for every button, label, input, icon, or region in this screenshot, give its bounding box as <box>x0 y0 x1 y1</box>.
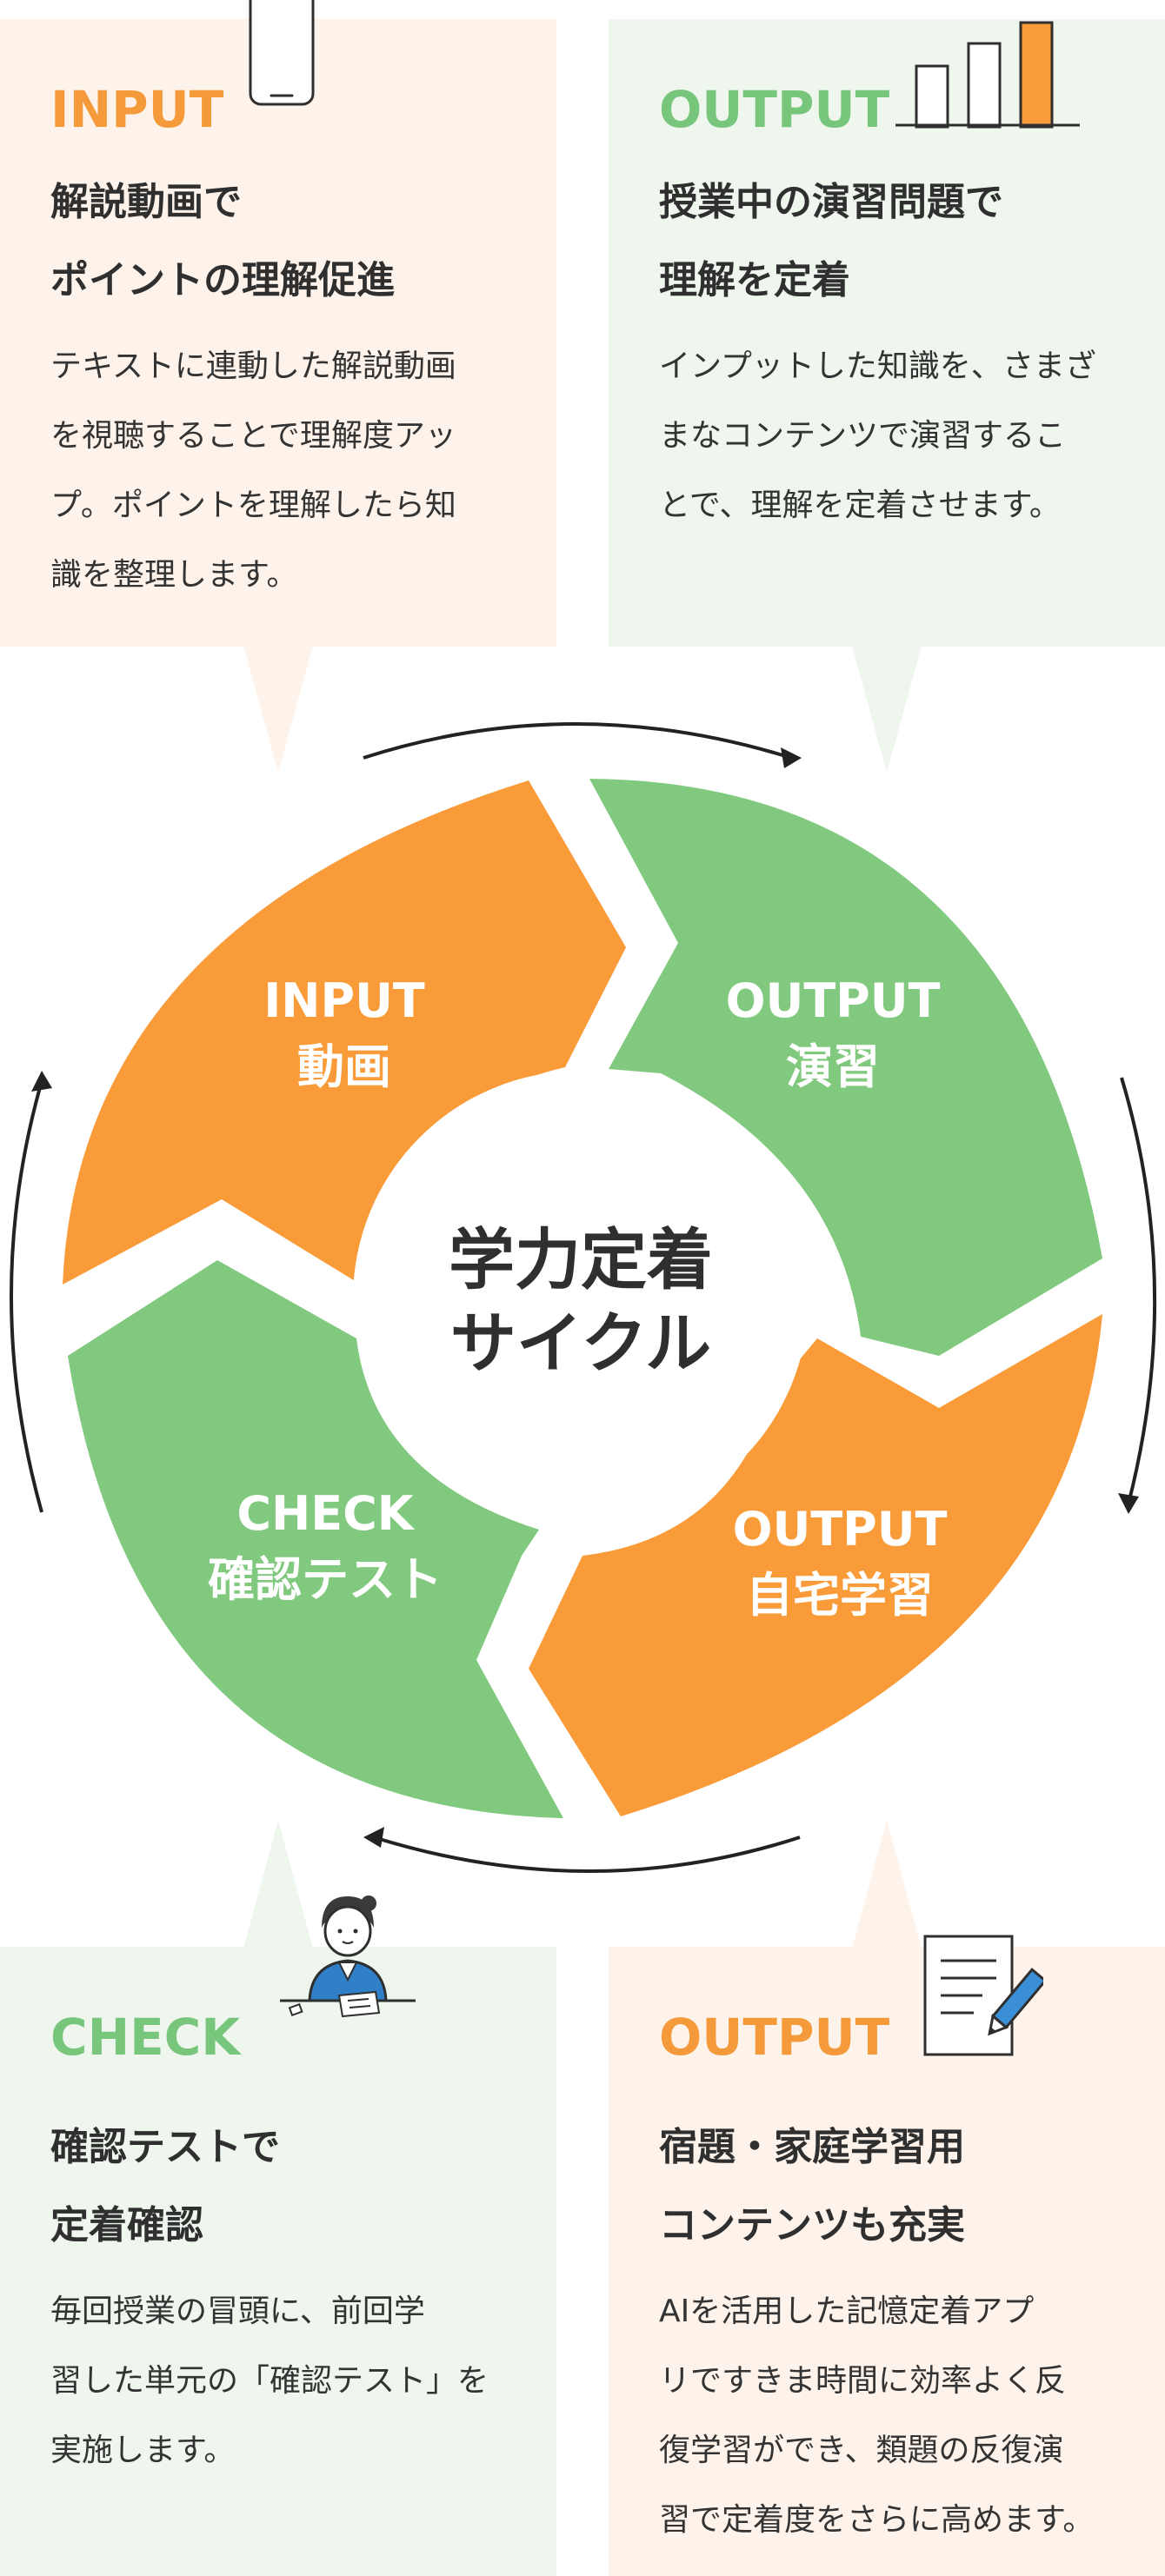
output-practice-heading: 授業中の演習問題で 理解を定着 <box>659 180 1003 302</box>
input-card-pointer <box>243 646 313 773</box>
input-body: テキストに連動した解説動画 を視聴することで理解度アッ プ。ポイントを理解したら… <box>50 349 456 593</box>
arrow-bottom <box>373 1836 801 1873</box>
arrowhead-left <box>31 1071 52 1092</box>
input-heading: 解説動画で ポイントの理解促進 <box>50 180 395 302</box>
learning-cycle-diagram: 学力定着 サイクル INPUT 動画 OUTPUT 演習 OUTPUT 自宅学習… <box>10 722 1157 1873</box>
arrowhead-bottom <box>363 1827 384 1848</box>
output-practice-label: OUTPUT <box>659 80 890 139</box>
segment-input-video <box>63 780 626 1285</box>
output-home-card: OUTPUT 宿題・家庭学習用 コンテンツも充実 AIを活用した記憶定着アプ リ… <box>609 1935 1165 2576</box>
arrow-right <box>1120 1077 1157 1504</box>
arrow-left <box>10 1080 43 1513</box>
segment-check-line2: 確認テスト <box>208 1552 443 1607</box>
arrow-heads <box>31 747 1139 1848</box>
arrow-top <box>363 722 792 760</box>
input-label: INPUT <box>50 80 224 139</box>
arrowhead-right <box>1118 1493 1139 1514</box>
input-card: INPUT 解説動画で ポイントの理解促進 テキストに連動した解説動画 を視聴す… <box>0 0 556 647</box>
output-home-heading: 宿題・家庭学習用 コンテンツも充実 <box>659 2125 965 2247</box>
segment-output-home-line1: OUTPUT <box>733 1502 948 1557</box>
output-practice-card: OUTPUT 授業中の演習問題で 理解を定着 インプットした知識を、さまざ まな… <box>609 19 1165 647</box>
bar-chart-icon <box>895 21 1080 129</box>
check-body: 毎回授業の冒頭に、前回学 習した単元の「確認テスト」を 実施します。 <box>50 2294 489 2468</box>
arrowhead-top <box>781 747 802 768</box>
segment-input-line1: INPUT <box>263 973 425 1028</box>
output-home-body: AIを活用した記憶定着アプ リですきま時間に効率よく反 復学習ができ、類題の反復… <box>659 2294 1095 2538</box>
check-card-pointer <box>243 1820 313 1949</box>
output-practice-body: インプットした知識を、さまざ まなコンテンツで演習するこ とで、理解を定着させま… <box>659 349 1096 523</box>
check-heading: 確認テストで 定着確認 <box>50 2125 280 2247</box>
cycle-center-line2: サイクル <box>450 1305 711 1382</box>
cycle-center <box>353 1071 809 1526</box>
student-taking-test-icon <box>280 1895 416 2018</box>
output-practice-card-pointer <box>852 646 922 773</box>
cycle-arrows <box>10 722 1157 1873</box>
segment-output-practice-line2: 演習 <box>786 1039 880 1094</box>
segment-output-home <box>529 1314 1102 1816</box>
segment-output-practice <box>589 779 1102 1356</box>
check-card: CHECK 確認テストで 定着確認 毎回授業の冒頭に、前回学 習した単元の「確認… <box>0 1895 556 2576</box>
segment-output-home-line2: 自宅学習 <box>746 1568 934 1623</box>
segment-check-test <box>68 1260 563 1818</box>
segment-output-practice-line1: OUTPUT <box>726 973 941 1028</box>
segment-check-line1: CHECK <box>236 1486 415 1541</box>
document-pencil-icon <box>923 1935 1043 2056</box>
segment-input-line2: 動画 <box>297 1039 391 1094</box>
output-home-label: OUTPUT <box>659 2008 890 2067</box>
smartphone-icon <box>249 0 315 106</box>
check-label: CHECK <box>50 2008 241 2067</box>
output-home-card-pointer <box>852 1820 922 1949</box>
cycle-center-line1: 学力定着 <box>449 1221 713 1298</box>
